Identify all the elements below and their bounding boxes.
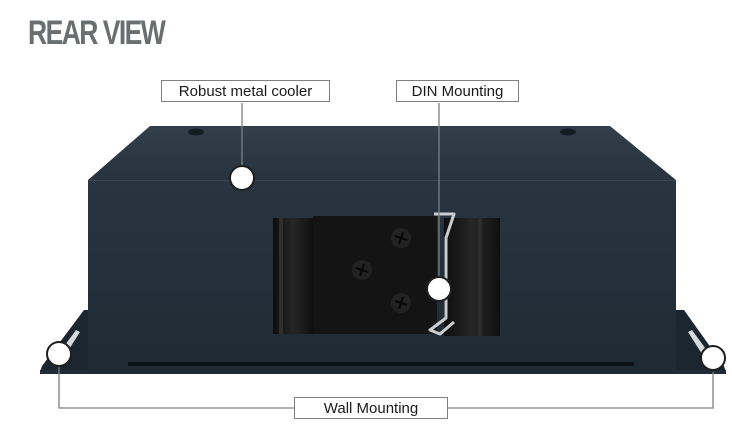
wall-marker-right <box>700 345 726 371</box>
din-screw-bottom <box>391 293 411 313</box>
din-screw-top <box>391 228 411 248</box>
din-rail-clip <box>273 212 500 336</box>
bottom-vent-slot <box>128 362 634 366</box>
cooler-marker <box>229 165 255 191</box>
callout-leader-lines <box>58 103 714 409</box>
din-screw-middle <box>352 260 372 280</box>
wall-mounting-callout-label: Wall Mounting <box>294 397 448 419</box>
din-spring-clip <box>428 212 456 336</box>
top-screw-hole-right <box>560 128 576 136</box>
cooler-callout-label: Robust metal cooler <box>161 80 330 102</box>
din-mounting-callout-label: DIN Mounting <box>396 80 519 102</box>
top-screw-hole-left <box>188 128 204 136</box>
housing-top-face <box>88 126 676 180</box>
page-title: REAR VIEW <box>28 14 166 52</box>
wall-leader-line-left <box>58 367 294 409</box>
wall-marker-left <box>46 341 72 367</box>
housing-base-plate <box>40 370 726 374</box>
din-marker <box>426 276 452 302</box>
wall-leader-line-right <box>448 372 714 409</box>
